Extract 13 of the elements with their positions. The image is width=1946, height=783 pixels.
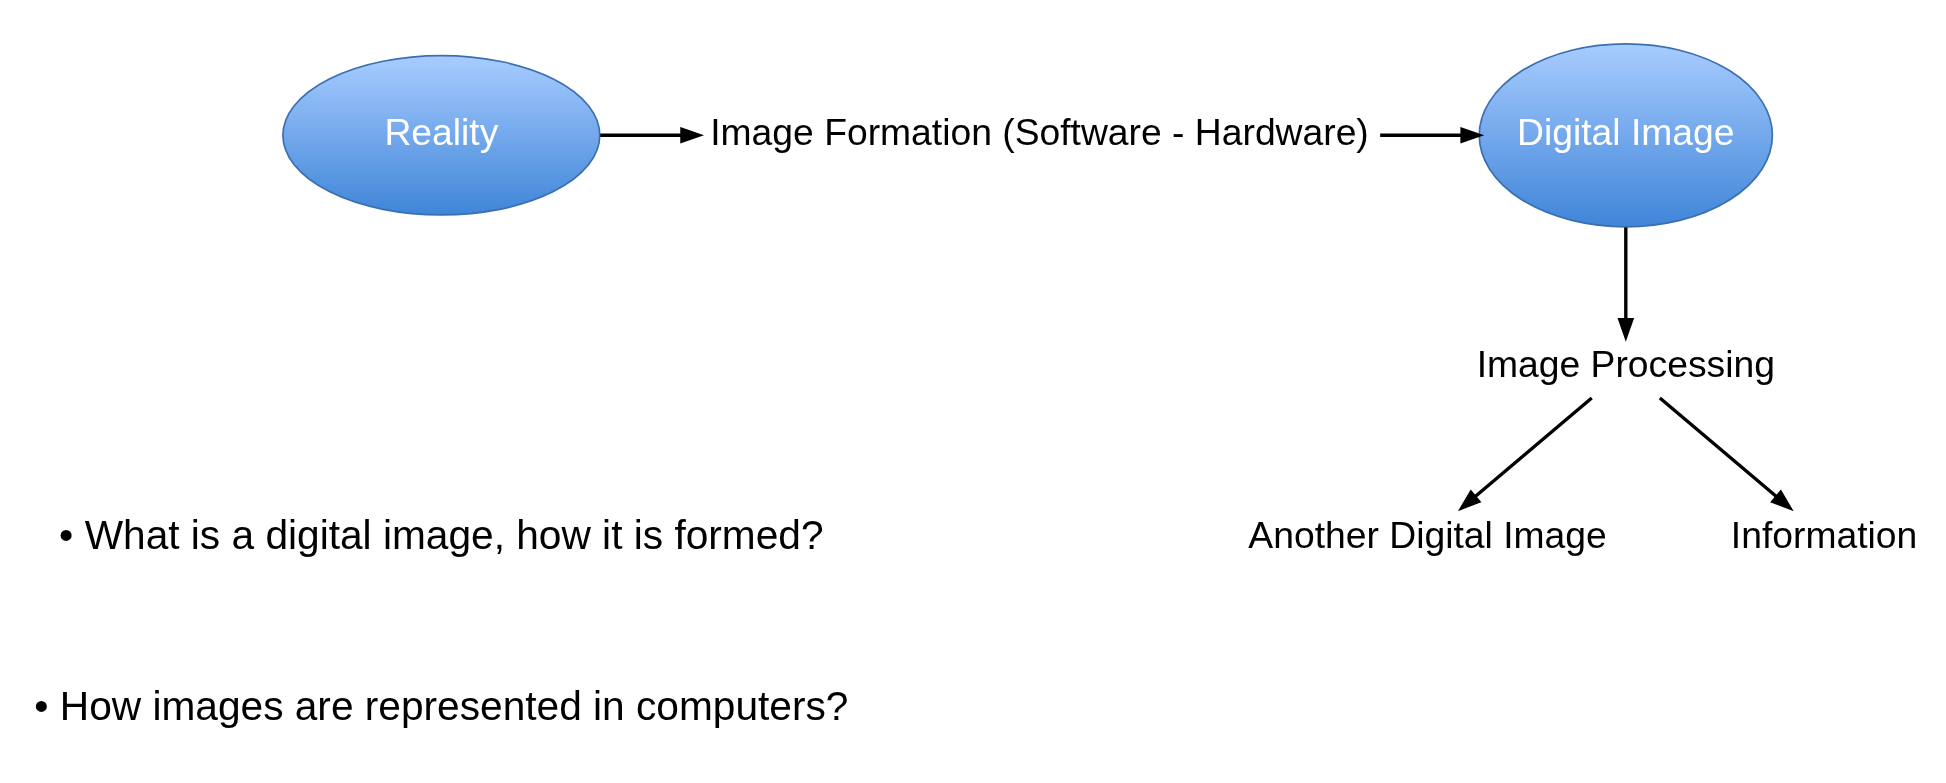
label: • What is a digital image, how it is formed? xyxy=(59,511,824,558)
arrow xyxy=(1457,396,1593,511)
node-ellipse: Reality xyxy=(282,54,601,216)
node-text: Image Formation (Software - Hardware) xyxy=(710,110,1369,153)
arrow xyxy=(1658,396,1794,511)
arrow xyxy=(600,126,705,144)
node-ellipse: Digital Image xyxy=(1478,42,1774,228)
node-text: Another Digital Image xyxy=(1248,513,1607,556)
arrow xyxy=(1617,226,1635,342)
node-text: Information xyxy=(1730,513,1918,556)
arrow xyxy=(1380,126,1485,144)
node-text: Image Processing xyxy=(1476,342,1775,385)
label: • How images are represented in computers? xyxy=(34,682,849,729)
